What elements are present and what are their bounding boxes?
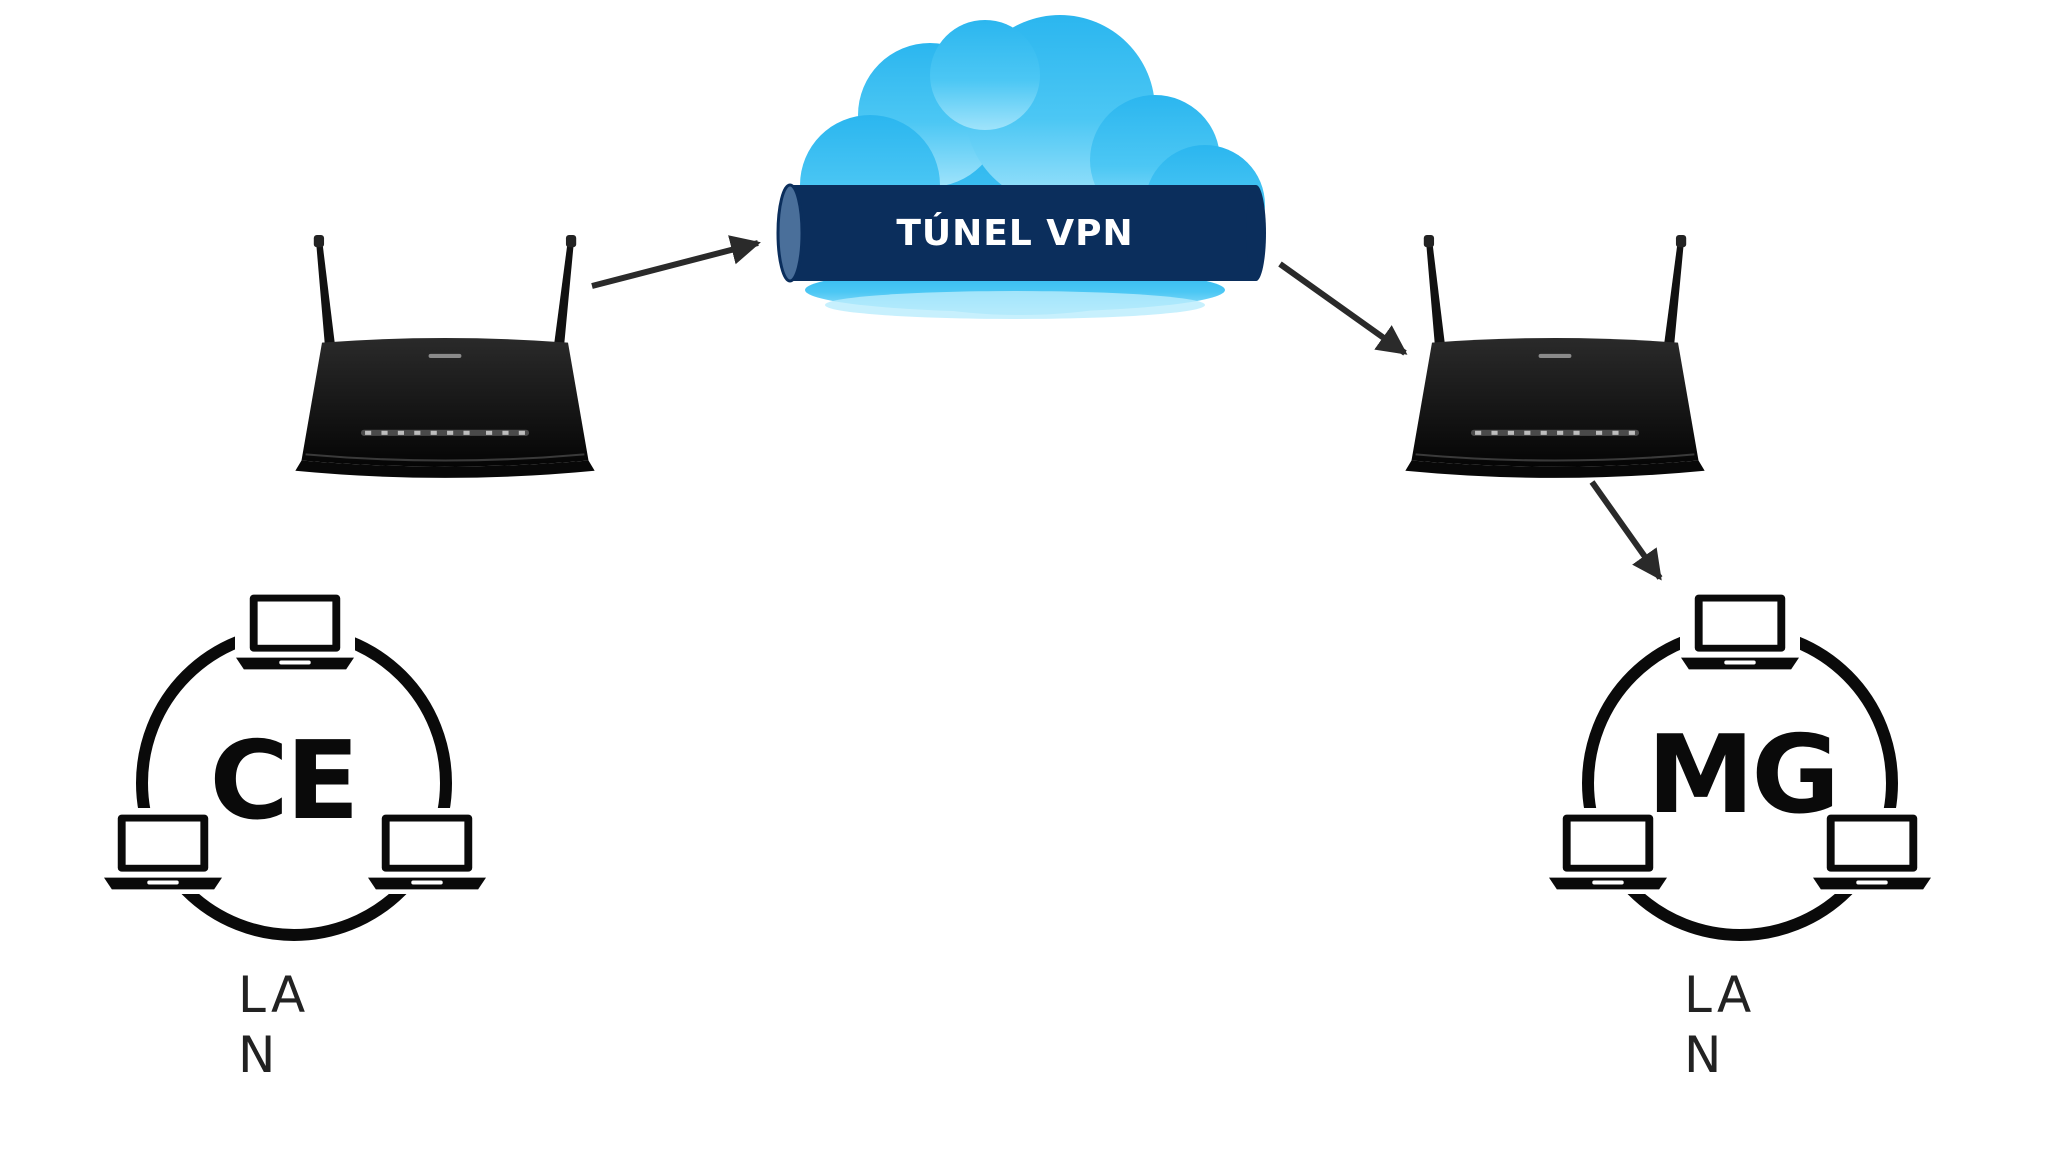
router-icon-left — [294, 235, 596, 479]
laptop-icon-ce-right — [368, 814, 486, 890]
tunnel-label: TÚNEL VPN — [896, 212, 1133, 254]
lan-group-ce: CE LA N — [102, 590, 488, 1084]
lan-group-mg: MG LA N — [1547, 590, 1933, 1084]
lan-label-ce-line2: N — [238, 1026, 279, 1084]
lan-label-mg-line1: LA — [1684, 966, 1755, 1024]
laptop-icon-ce-left — [104, 814, 222, 890]
vpn-tunnel: TÚNEL VPN — [776, 183, 1266, 283]
site-code-ce: CE — [209, 719, 356, 844]
arrow-tunnel-to-right-router — [1278, 261, 1408, 356]
lan-label-ce-line1: LA — [238, 966, 309, 1024]
arrow-left-router-to-tunnel — [591, 235, 761, 289]
arrow-right-router-to-lan — [1589, 480, 1663, 581]
router-icon-right — [1404, 235, 1706, 479]
lan-label-mg-line2: N — [1684, 1026, 1725, 1084]
site-code-mg: MG — [1647, 713, 1837, 838]
laptop-icon-mg-top — [1681, 594, 1799, 670]
laptop-icon-ce-top — [236, 594, 354, 670]
